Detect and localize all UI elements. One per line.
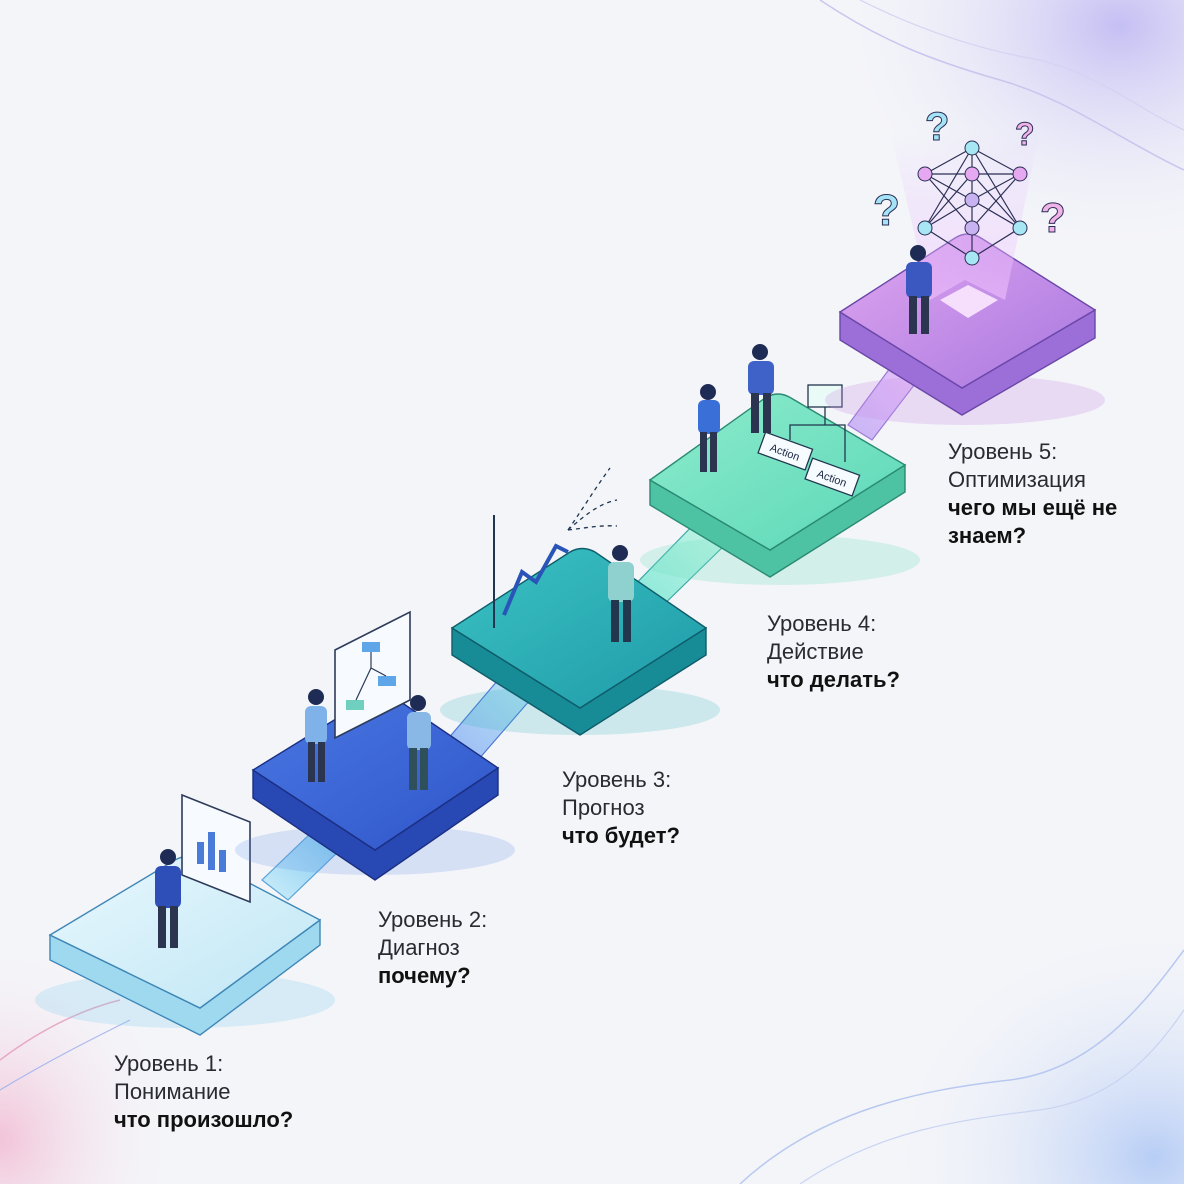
level-number: Уровень 1:: [114, 1051, 224, 1076]
platform-level-5: ? ? ? ?: [825, 105, 1105, 425]
level-name: Диагноз: [378, 935, 460, 960]
neural-network-icon: [917, 140, 1028, 266]
svg-text:?: ?: [873, 186, 900, 235]
label-level-1: Уровень 1: Понимание что произошло?: [114, 1050, 293, 1134]
level-number: Уровень 4:: [767, 611, 877, 636]
platform-level-1: [35, 793, 335, 1036]
level-name: Понимание: [114, 1079, 231, 1104]
bar-chart-icon: [181, 793, 251, 904]
label-level-2: Уровень 2: Диагноз почему?: [378, 906, 487, 990]
action-card-2: Action: [804, 457, 861, 497]
person-level-4b: [748, 344, 774, 433]
label-level-3: Уровень 3: Прогноз что будет?: [562, 766, 680, 850]
person-level-5: [906, 245, 932, 334]
person-level-1: [155, 849, 181, 948]
svg-text:?: ?: [925, 105, 949, 149]
platform-level-4: Action Action: [640, 344, 920, 585]
flowchart-icon: [334, 610, 411, 740]
svg-text:?: ?: [1015, 116, 1035, 152]
person-level-2b: [407, 695, 431, 790]
action-card-1: Action: [757, 431, 814, 471]
platform-level-3: [440, 467, 720, 736]
platform-level-2: [235, 610, 515, 881]
level-question: почему?: [378, 963, 471, 988]
label-level-5: Уровень 5: Оптимизация чего мы ещё не зн…: [948, 438, 1118, 550]
level-question: что делать?: [767, 667, 900, 692]
level-question: чего мы ещё не знаем?: [948, 495, 1118, 548]
level-number: Уровень 5:: [948, 439, 1058, 464]
person-level-4a: [698, 384, 720, 472]
person-level-2a: [305, 689, 327, 782]
svg-text:?: ?: [1040, 194, 1066, 241]
person-level-3: [608, 545, 634, 642]
trend-arrow-icon: [493, 467, 618, 628]
level-number: Уровень 3:: [562, 767, 672, 792]
decision-tree-icon: Action Action: [757, 384, 861, 497]
level-name: Действие: [767, 639, 864, 664]
level-question: что будет?: [562, 823, 680, 848]
level-number: Уровень 2:: [378, 907, 488, 932]
level-question: что произошло?: [114, 1107, 294, 1132]
level-name: Прогноз: [562, 795, 645, 820]
level-name: Оптимизация: [948, 467, 1086, 492]
question-mark-icon: ? ? ? ?: [873, 105, 1067, 242]
label-level-4: Уровень 4: Действие что делать?: [767, 610, 900, 694]
